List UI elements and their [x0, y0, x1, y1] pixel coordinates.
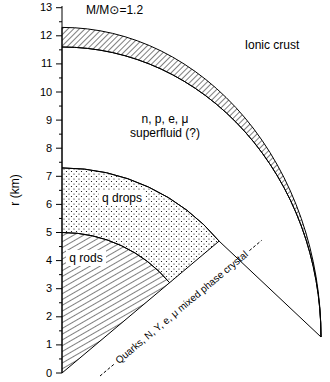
axis-tick [56, 120, 62, 121]
tick-value: 7 [46, 170, 52, 183]
axis-tick [56, 7, 62, 8]
axis-tick [59, 190, 62, 191]
axis-tick [59, 302, 62, 303]
axis-tick [56, 92, 62, 93]
axis-tick [59, 358, 62, 359]
tick-value: 2 [46, 310, 52, 323]
region-name: q drops [102, 191, 142, 205]
axis-tick [59, 77, 62, 78]
region-name: n, p, e, μ superfluid (?) [118, 112, 213, 140]
tick-value: 1 [46, 338, 52, 351]
axis-tick [56, 176, 62, 177]
tick-value: 6 [46, 198, 52, 211]
axis-tick [56, 316, 62, 317]
tick-value: 0 [46, 367, 52, 380]
axis-ticks [56, 8, 62, 373]
tick-value: 3 [46, 282, 52, 295]
quark-rods-region [62, 233, 170, 374]
axis-tick [59, 218, 62, 219]
axis-tick [56, 373, 62, 374]
dashed-line [249, 240, 261, 250]
radius-axis [62, 6, 63, 373]
region-label: Ionic crust [245, 38, 300, 52]
axis-tick [56, 344, 62, 345]
axis-tick [59, 274, 62, 275]
axis-tick [56, 232, 62, 233]
axis-tick [59, 106, 62, 107]
axis-title: r (km) [7, 174, 21, 205]
axis-tick [56, 260, 62, 261]
axis-tick [59, 21, 62, 22]
tick-value: 12 [40, 29, 52, 42]
axis-tick [59, 134, 62, 135]
axis-tick [59, 49, 62, 50]
axis-tick [56, 63, 62, 64]
tick-value: 10 [40, 86, 52, 99]
axis-tick [56, 288, 62, 289]
tick-value: 11 [41, 57, 52, 70]
region-label: n, p, e, μ superfluid (?) [118, 112, 213, 140]
tick-value: 13 [40, 1, 52, 14]
mass-ratio: M/M⊙=1.2 [86, 3, 143, 17]
axis-tick [59, 162, 62, 163]
dashed-line [100, 364, 114, 376]
dashed-leader [100, 240, 262, 376]
axis-tick [56, 35, 62, 36]
tick-value: 8 [46, 142, 52, 155]
region-label: q rods [66, 250, 105, 266]
region-name: q rods [69, 251, 102, 265]
axis-tick [56, 204, 62, 205]
tick-value: 5 [46, 226, 52, 239]
region-name: Ionic crust [245, 38, 300, 52]
axis-tick [59, 246, 62, 247]
tick-value: 4 [46, 254, 52, 267]
axis-tick [59, 330, 62, 331]
axis-tick [56, 148, 62, 149]
phase-note: Quarks, N, Y, e, μ mixed phase crystal [113, 248, 250, 366]
region-label: q drops [99, 190, 145, 206]
tick-value: 9 [46, 114, 52, 127]
